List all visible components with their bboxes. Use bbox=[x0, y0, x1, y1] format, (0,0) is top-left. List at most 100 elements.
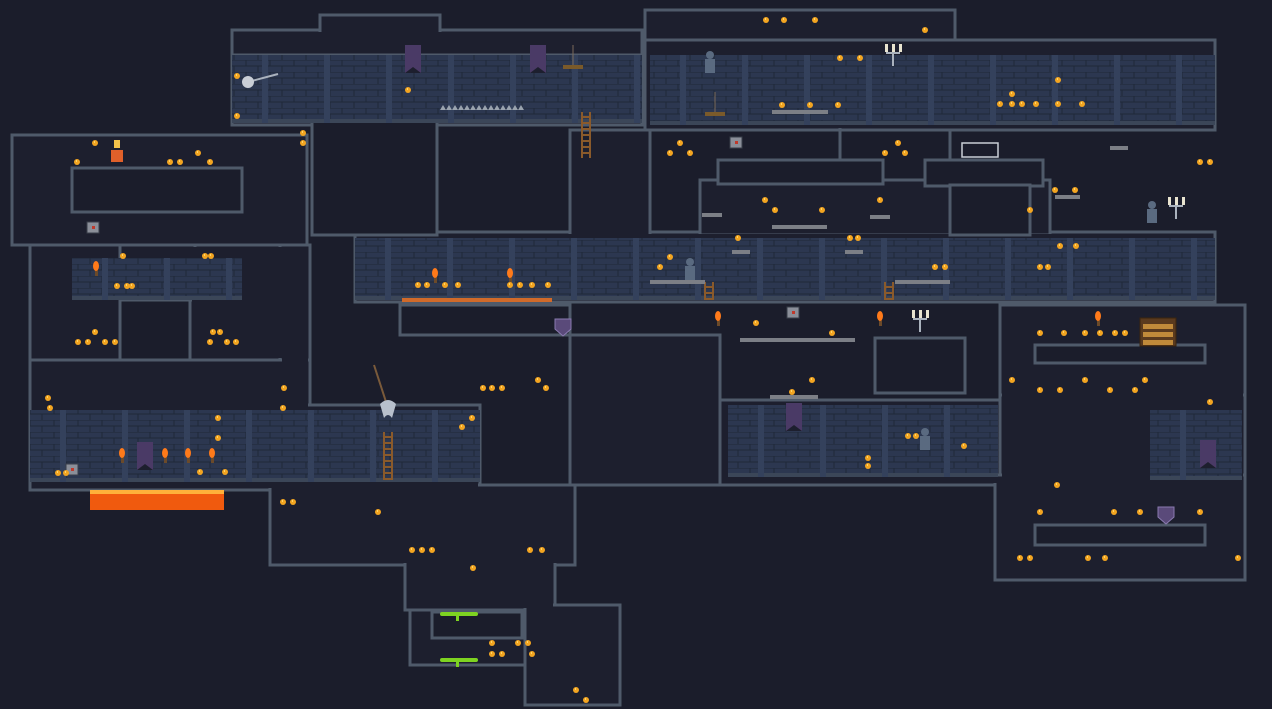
torch-stick bbox=[879, 318, 882, 326]
coin-0 bbox=[234, 73, 240, 79]
player-head bbox=[114, 140, 120, 148]
pillar bbox=[990, 55, 996, 125]
books bbox=[1143, 332, 1173, 337]
bookshelf bbox=[1139, 317, 1177, 347]
coin-shine bbox=[879, 198, 880, 200]
torch-stick bbox=[164, 455, 167, 463]
pillar bbox=[695, 238, 701, 300]
coin-1 bbox=[234, 113, 240, 119]
ladder-rail bbox=[704, 282, 706, 300]
ladder-rung bbox=[383, 466, 393, 468]
coin-shine bbox=[867, 464, 868, 466]
coin-shine bbox=[1104, 556, 1105, 558]
coin-132 bbox=[529, 651, 535, 657]
floor-ledge-3 bbox=[30, 478, 480, 482]
ladder-1 bbox=[383, 432, 393, 480]
coin-93 bbox=[92, 329, 98, 335]
chandelier-ring bbox=[563, 65, 583, 69]
coin-shine bbox=[1011, 378, 1012, 380]
coin-112 bbox=[489, 385, 495, 391]
coin-shine bbox=[541, 548, 542, 550]
coin-66 bbox=[1057, 387, 1063, 393]
ladder-rung bbox=[704, 286, 714, 288]
torch-stick bbox=[211, 455, 214, 463]
lava-pool bbox=[90, 490, 224, 510]
ladder-rung bbox=[581, 122, 591, 124]
coin-130 bbox=[515, 640, 521, 646]
coin-101 bbox=[45, 395, 51, 401]
chest-lock bbox=[71, 468, 74, 471]
coin-55 bbox=[545, 282, 551, 288]
platform-1 bbox=[650, 280, 705, 284]
coin-shine bbox=[104, 340, 105, 342]
chest-lock bbox=[792, 311, 795, 314]
pillar bbox=[509, 238, 515, 300]
ladder-rung bbox=[383, 454, 393, 456]
coin-141 bbox=[1102, 555, 1108, 561]
coin-17 bbox=[1009, 91, 1015, 97]
coin-shine bbox=[924, 28, 925, 30]
coin-42 bbox=[657, 264, 663, 270]
coin-shine bbox=[944, 265, 945, 267]
swinging-axe bbox=[373, 364, 396, 418]
coin-71 bbox=[809, 377, 815, 383]
room-fill-3 bbox=[647, 12, 953, 38]
banner-2 bbox=[137, 442, 153, 470]
room-fill-17 bbox=[572, 337, 718, 483]
coin-shine bbox=[292, 500, 293, 502]
pillar bbox=[758, 405, 764, 477]
spike bbox=[440, 105, 446, 110]
coin-124 bbox=[527, 547, 533, 553]
coin-shine bbox=[444, 283, 445, 285]
chandelier-ring bbox=[705, 112, 725, 116]
coin-60 bbox=[1082, 330, 1088, 336]
banner-notch bbox=[1200, 462, 1216, 468]
coin-35 bbox=[762, 197, 768, 203]
coin-117 bbox=[469, 415, 475, 421]
coin-4 bbox=[405, 87, 411, 93]
coin-26 bbox=[677, 140, 683, 146]
brick-wall-5 bbox=[1150, 410, 1242, 480]
coin-shine bbox=[282, 406, 283, 408]
coin-shine bbox=[1059, 388, 1060, 390]
coin-shine bbox=[1054, 188, 1055, 190]
coin-105 bbox=[281, 385, 287, 391]
coin-shine bbox=[1075, 244, 1076, 246]
coin-87 bbox=[129, 283, 135, 289]
coin-shine bbox=[529, 548, 530, 550]
banner-notch bbox=[405, 67, 421, 73]
ladder-rung bbox=[383, 460, 393, 462]
pillar bbox=[820, 405, 826, 477]
coin-shine bbox=[659, 265, 660, 267]
pillar bbox=[1005, 238, 1011, 300]
pillar bbox=[928, 55, 934, 125]
coin-shine bbox=[407, 88, 408, 90]
coin-shine bbox=[411, 548, 412, 550]
brick-wall-3 bbox=[30, 410, 480, 482]
coin-109 bbox=[55, 470, 61, 476]
coins bbox=[45, 17, 1241, 703]
mace-ball bbox=[242, 76, 254, 88]
coin-shine bbox=[689, 151, 690, 153]
solid-block-7 bbox=[1033, 523, 1207, 547]
armor-helm bbox=[921, 428, 929, 436]
coin-81 bbox=[167, 159, 173, 165]
solid-block-3 bbox=[716, 158, 885, 186]
pillar bbox=[1114, 55, 1120, 125]
coin-shine bbox=[204, 254, 205, 256]
banner-4 bbox=[1200, 440, 1216, 468]
ladder-rail bbox=[892, 282, 894, 300]
coin-32 bbox=[1027, 207, 1033, 213]
coin-shine bbox=[1019, 556, 1020, 558]
shield-1 bbox=[1157, 506, 1175, 525]
ladder-rung bbox=[581, 152, 591, 154]
coin-shine bbox=[461, 425, 462, 427]
spikes-0 bbox=[440, 105, 524, 110]
banner-1 bbox=[530, 45, 546, 73]
acid-slime-0 bbox=[440, 612, 478, 621]
candle bbox=[919, 310, 922, 318]
coin-91 bbox=[75, 339, 81, 345]
armor-helm bbox=[706, 51, 714, 59]
coin-108 bbox=[197, 469, 203, 475]
